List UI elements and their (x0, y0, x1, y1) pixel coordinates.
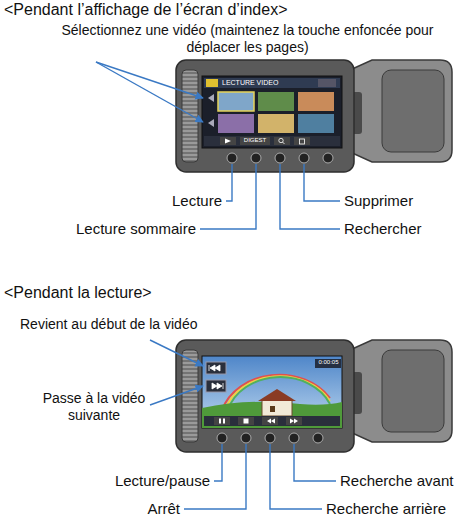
callout-text: Passe à la vidéo suivante (40, 390, 148, 424)
camcorder-playback (176, 340, 452, 452)
button-label: Arrêt (40, 500, 180, 518)
leader-lines (96, 62, 340, 229)
button-label: Supprimer (344, 192, 454, 210)
screen-button: DIGEST (240, 137, 270, 144)
button-label: Lecture sommaire (20, 220, 196, 238)
camcorder-index (176, 60, 452, 172)
button-label: Recherche arrière (326, 500, 456, 518)
callout-text: Sélectionnez une vidéo (maintenez la tou… (40, 22, 455, 56)
button-label: Lecture (120, 192, 222, 210)
screen-title: LECTURE VIDEO (222, 79, 312, 87)
screen-timecode: 0:00:05 (315, 359, 342, 366)
callout-text: Revient au début de la vidéo (20, 316, 280, 333)
section-heading: <Pendant la lecture> (4, 283, 454, 302)
button-label: Recherche avant (340, 472, 456, 490)
section-heading: <Pendant l’affichage de l’écran d’index> (4, 0, 454, 19)
button-label: Lecture/pause (40, 472, 210, 490)
button-label: Rechercher (344, 220, 454, 238)
